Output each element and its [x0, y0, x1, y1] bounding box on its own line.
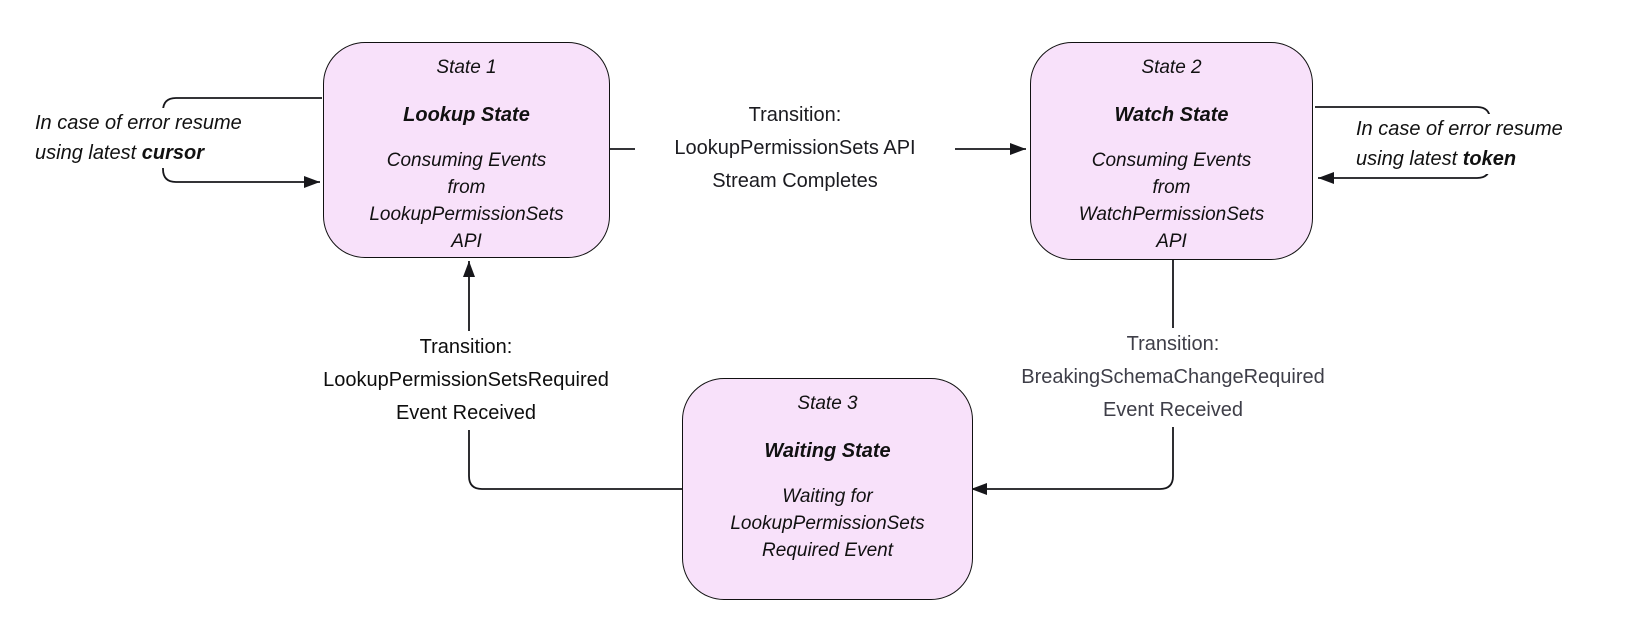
loop-label-line1: In case of error resume [35, 112, 242, 134]
state-box-watch: State 2 Watch State Consuming Events fro… [1030, 42, 1313, 260]
transition-label-state3-state1: Transition: LookupPermissionSetsRequired… [306, 331, 626, 430]
state-description: Waiting for LookupPermissionSets Require… [730, 486, 925, 561]
error-loop-label-state1: In case of error resume using latest cur… [35, 108, 246, 168]
state-box-lookup: State 1 Lookup State Consuming Events fr… [323, 42, 610, 258]
transition-event: BreakingSchemaChangeRequired [1021, 366, 1325, 388]
state-description: Consuming Events from LookupPermissionSe… [369, 150, 564, 252]
loop-label-line1: In case of error resume [1356, 118, 1563, 140]
transition-detail: Event Received [1102, 399, 1244, 421]
error-loop-label-state2: In case of error resume using latest tok… [1356, 114, 1567, 174]
transition-detail: Stream Completes [712, 170, 878, 192]
transition-prefix: Transition: [748, 104, 842, 126]
state-title: State 2 [1141, 57, 1202, 78]
state-name: Lookup State [403, 104, 530, 126]
transition-arrow-state2-state3 [971, 260, 1174, 495]
state-name: Waiting State [764, 440, 891, 462]
state-title: State 3 [797, 393, 858, 414]
state-box-waiting: State 3 Waiting State Waiting for Lookup… [682, 378, 973, 600]
transition-event: LookupPermissionSets API [674, 137, 916, 159]
transition-label-state1-state2: Transition: LookupPermissionSets API Str… [635, 99, 955, 198]
transition-prefix: Transition: [1126, 333, 1220, 355]
transition-arrow-state3-state1 [463, 261, 682, 490]
transition-detail: Event Received [395, 402, 537, 424]
transition-event: LookupPermissionSetsRequired [323, 369, 609, 391]
loop-label-line2: using latest cursor [35, 142, 204, 164]
loop-label-line2: using latest token [1356, 148, 1517, 170]
transition-label-state2-state3: Transition: BreakingSchemaChangeRequired… [1013, 328, 1333, 427]
transition-prefix: Transition: [419, 336, 513, 358]
state-description: Consuming Events from WatchPermissionSet… [1078, 150, 1265, 252]
state-name: Watch State [1114, 104, 1229, 126]
state-title: State 1 [436, 57, 497, 78]
